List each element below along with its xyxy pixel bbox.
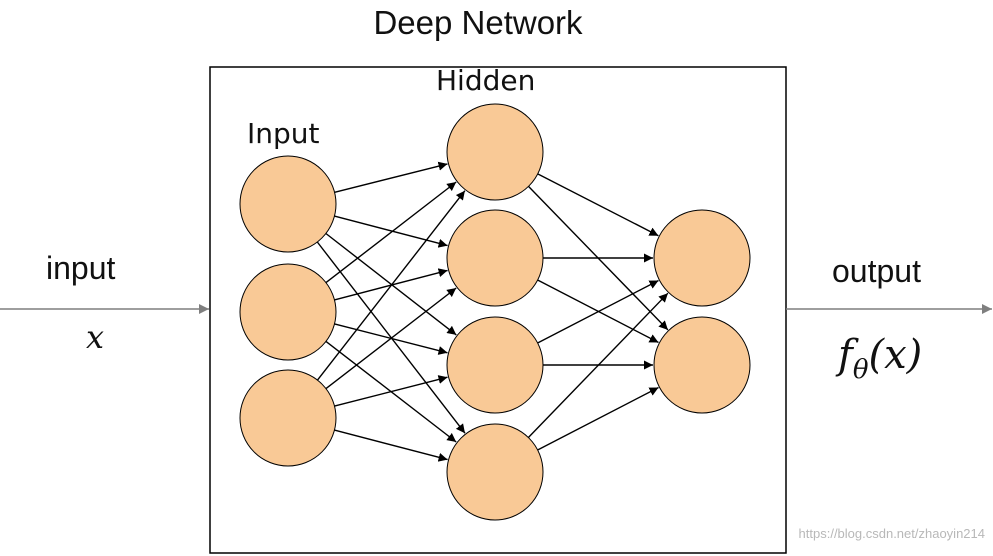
edge-input-3-to-hidden-1 xyxy=(316,190,466,381)
nodes xyxy=(239,103,751,521)
output-side-label: output xyxy=(832,253,921,289)
parameter-subscript: θ xyxy=(852,355,869,385)
edge-input-3-to-hidden-3 xyxy=(334,375,448,407)
edge-input-3-to-hidden-4 xyxy=(334,429,448,462)
hidden-node-4 xyxy=(446,423,544,521)
input-side-label: input xyxy=(46,250,116,286)
hidden-node-1 xyxy=(446,103,544,201)
hidden-layer-label: Hidden xyxy=(436,64,536,97)
edges xyxy=(316,161,669,462)
edge-input-1-to-hidden-1 xyxy=(334,161,448,193)
input-node-1 xyxy=(239,155,337,253)
input-math-symbol: x xyxy=(86,318,105,356)
edge-hidden-3-to-output-1 xyxy=(537,279,659,344)
output-math-symbol: fθ(x) xyxy=(838,332,922,385)
input-node-2 xyxy=(239,263,337,361)
function-argument: (x) xyxy=(868,332,923,378)
hidden-node-3 xyxy=(446,316,544,414)
output-node-2 xyxy=(653,316,751,414)
hidden-node-2 xyxy=(446,209,544,307)
input-layer-label: Input xyxy=(247,117,320,150)
output-node-1 xyxy=(653,209,751,307)
watermark: https://blog.csdn.net/zhaoyin214 xyxy=(798,526,985,541)
diagram-title: Deep Network xyxy=(373,4,583,41)
edge-input-3-to-hidden-2 xyxy=(325,287,457,390)
network-frame xyxy=(209,66,787,554)
edge-input-2-to-hidden-1 xyxy=(325,181,457,284)
edge-hidden-4-to-output-1 xyxy=(527,292,669,438)
edge-input-1-to-hidden-2 xyxy=(334,215,448,248)
edge-hidden-4-to-output-2 xyxy=(537,386,659,451)
input-node-3 xyxy=(239,369,337,467)
function-symbol: f xyxy=(838,332,853,378)
edge-hidden-1-to-output-1 xyxy=(537,173,659,237)
edge-input-1-to-hidden-3 xyxy=(325,232,457,336)
